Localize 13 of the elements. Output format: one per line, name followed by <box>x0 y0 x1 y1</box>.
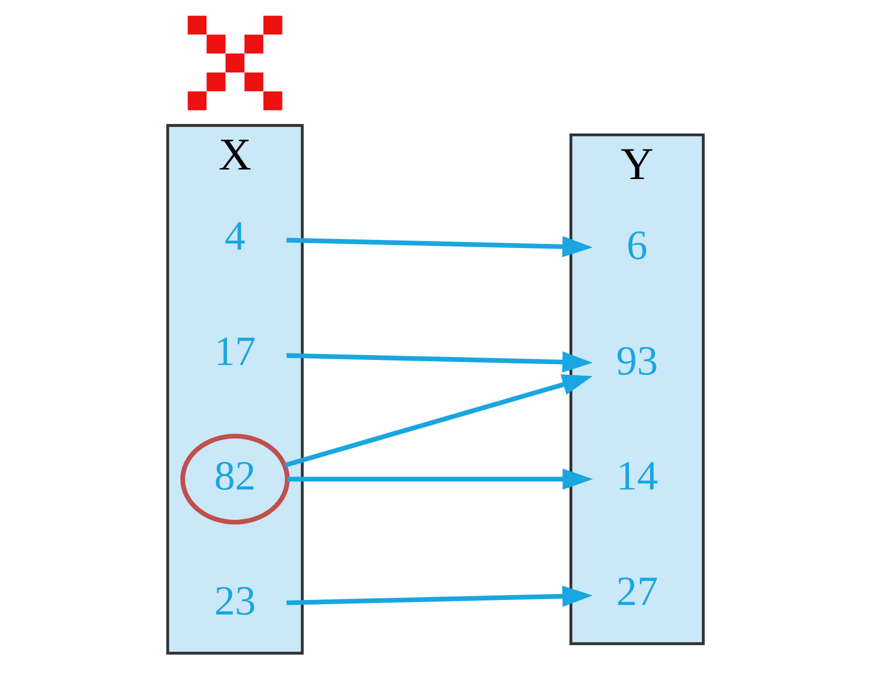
arrow <box>286 468 592 490</box>
node-text: 6 <box>626 222 647 269</box>
node-text: 17 <box>214 328 256 375</box>
node-text: 4 <box>224 214 245 260</box>
node-text: 27 <box>616 569 658 616</box>
arrow <box>286 236 592 258</box>
arrow <box>286 586 592 607</box>
node-text: 23 <box>214 578 256 625</box>
arrow <box>284 374 592 468</box>
node-ellipse: 82 <box>180 434 290 525</box>
node-text: 93 <box>616 338 658 384</box>
node-text: 14 <box>616 454 658 500</box>
arrow <box>286 351 592 373</box>
